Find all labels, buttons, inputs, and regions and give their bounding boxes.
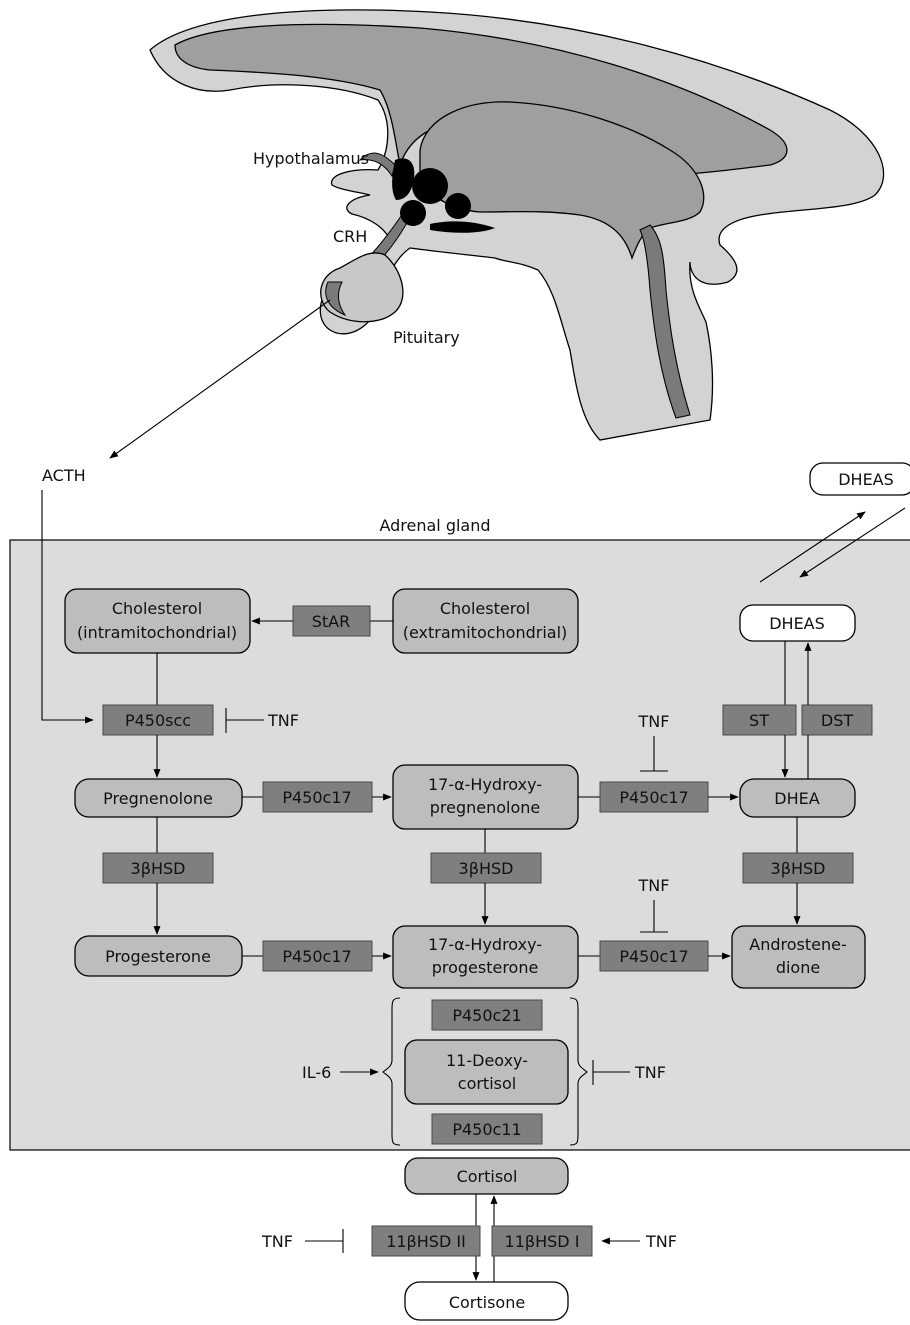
brainstem: [639, 224, 691, 419]
enzyme-p450c17-c-label: P450c17: [282, 947, 351, 966]
tnf-hsd2-label: TNF: [261, 1232, 293, 1251]
enzyme-3bhsd-b-label: 3βHSD: [459, 859, 514, 878]
node-androstenedione: [731, 925, 866, 989]
pituitary-lobe: [325, 281, 347, 317]
enzyme-3bhsd-c: [742, 852, 854, 884]
enzyme-p450c17-b: [599, 781, 709, 813]
enzyme-p450c17-b-label: P450c17: [619, 788, 688, 807]
node-chol-intra-line2: (intramitochondrial): [77, 623, 237, 642]
node-17-oh-progesterone: [392, 925, 579, 989]
node-dheas-outside-label: DHEAS: [838, 470, 894, 489]
enzyme-3bhsd-c-label: 3βHSD: [771, 859, 826, 878]
enzyme-star: [292, 605, 371, 637]
hypothalamic-nucleus-2: [412, 168, 448, 204]
node-pregnenolone: [74, 778, 243, 818]
node-cortisol-label: Cortisol: [457, 1167, 518, 1186]
enzyme-11bhsd-i: [491, 1225, 593, 1257]
node-chol-intra-line1: Cholesterol: [112, 599, 202, 618]
node-deoxy-line1: 11-Deoxy-: [446, 1051, 528, 1070]
node-dhea-label: DHEA: [774, 789, 819, 808]
node-ohprog-line1: 17-α-Hydroxy-: [428, 935, 542, 954]
tnf-hsd1-label: TNF: [645, 1232, 677, 1251]
enzyme-p450c17-d-label: P450c17: [619, 947, 688, 966]
enzyme-3bhsd-b: [430, 852, 542, 884]
acth-label: ACTH: [42, 466, 86, 485]
tnf-scc-label: TNF: [267, 711, 299, 730]
brain-illustration: Hypothalamus CRH Pituitary: [149, 9, 885, 441]
enzyme-11bhsd-i-label: 11βHSD I: [505, 1232, 580, 1251]
enzyme-3bhsd-a: [102, 852, 214, 884]
dheas-import-arrow: [799, 507, 906, 578]
tnf-c17-bottom-label: TNF: [638, 876, 670, 895]
enzyme-3bhsd-a-label: 3βHSD: [131, 859, 186, 878]
crh-label: CRH: [333, 227, 367, 246]
il6-label: IL-6: [302, 1063, 331, 1082]
node-ohprog-line2: progesterone: [432, 958, 539, 977]
hypothalamic-nucleus-1: [392, 158, 415, 200]
enzyme-dst: [801, 704, 873, 736]
tnf-deoxy-label: TNF: [634, 1063, 666, 1082]
node-dheas-outside: [809, 462, 910, 496]
enzyme-p450c17-a-label: P450c17: [282, 788, 351, 807]
acth-to-p450scc-arrow: [41, 490, 94, 724]
node-progesterone-label: Progesterone: [105, 947, 211, 966]
thalamus-region: [419, 101, 705, 260]
enzyme-p450c11: [431, 1113, 543, 1145]
adrenal-gland-title: Adrenal gland: [379, 516, 490, 535]
node-ohpreg-line2: pregnenolone: [430, 798, 541, 817]
hypothalamic-nucleus-4: [445, 193, 471, 219]
enzyme-p450c21: [431, 999, 543, 1031]
node-ohpreg-line1: 17-α-Hydroxy-: [428, 775, 542, 794]
enzyme-p450c17-d: [599, 940, 709, 972]
node-dheas-inside-label: DHEAS: [769, 614, 825, 633]
dheas-export-arrow: [759, 511, 866, 583]
hypothalamus-label: Hypothalamus: [253, 149, 369, 168]
node-cortisol: [404, 1157, 569, 1195]
enzyme-st-label: ST: [749, 711, 769, 730]
enzyme-star-label: StAR: [312, 612, 351, 631]
left-curly-brace: [382, 997, 401, 1146]
enzyme-p450scc-label: P450scc: [125, 711, 191, 730]
enzyme-dst-label: DST: [821, 711, 853, 730]
hypothalamic-nucleus-3: [400, 200, 426, 226]
node-11-deoxycortisol: [404, 1039, 569, 1105]
enzyme-p450c11-label: P450c11: [452, 1120, 521, 1139]
pituitary-label: Pituitary: [393, 328, 460, 347]
right-curly-brace: [569, 997, 588, 1146]
node-androst-line1: Androstene-: [749, 935, 846, 954]
node-cortisone-label: Cortisone: [449, 1293, 525, 1312]
node-cortisone: [404, 1281, 569, 1321]
enzyme-11bhsd-ii: [371, 1225, 481, 1257]
enzyme-p450c17-a: [262, 781, 373, 813]
tnf-c17-top-label: TNF: [638, 712, 670, 731]
fornix: [358, 152, 396, 178]
node-pregnenolone-label: Pregnenolone: [103, 789, 213, 808]
pituitary-gland: [320, 252, 404, 323]
enzyme-p450scc: [102, 704, 214, 736]
pituitary-to-acth-arrow: [109, 299, 331, 459]
node-chol-extra-line1: Cholesterol: [440, 599, 530, 618]
hypothalamic-nucleus-5: [430, 221, 495, 233]
enzyme-st: [722, 704, 797, 736]
node-chol-extra-line2: (extramitochondrial): [403, 623, 568, 642]
enzyme-p450c21-label: P450c21: [452, 1006, 521, 1025]
node-dheas-inside: [739, 604, 856, 642]
enzyme-p450c17-c: [262, 940, 373, 972]
enzyme-11bhsd-ii-label: 11βHSD II: [386, 1232, 466, 1251]
node-deoxy-line2: cortisol: [458, 1074, 516, 1093]
node-androst-line2: dione: [776, 958, 820, 977]
